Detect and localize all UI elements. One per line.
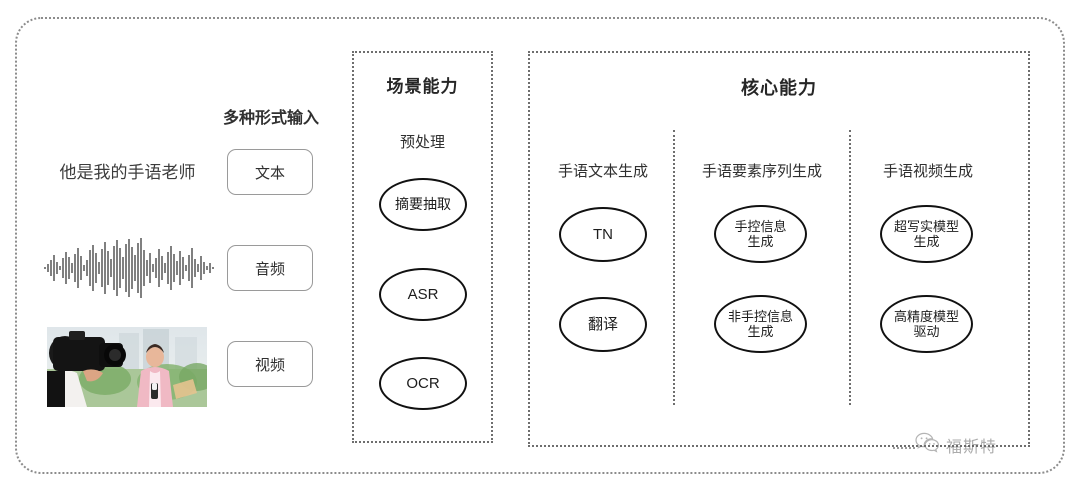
core-column-label-element-sequence: 手语要素序列生成 (701, 163, 822, 180)
watermark-leader-dots (893, 447, 915, 449)
core-panel-title: 核心能力 (741, 78, 817, 98)
watermark-text: 福斯特 (946, 439, 998, 456)
scene-group-label: 预处理 (399, 134, 445, 151)
video-thumbnail (47, 327, 207, 407)
sample-text-line: 他是我的手语老师 (59, 163, 196, 182)
scene-node-summary[interactable]: 摘要抽取 (379, 178, 467, 231)
modality-pill-text[interactable]: 文本 (227, 149, 313, 195)
core-column-divider-1 (673, 130, 675, 405)
scene-node-ocr[interactable]: OCR (379, 357, 467, 410)
modality-pill-video[interactable]: 视频 (227, 341, 313, 387)
input-section-header: 多种形式输入 (222, 110, 319, 127)
audio-waveform-icon (43, 236, 217, 300)
core-capability-panel: 核心能力 (528, 51, 1030, 447)
core-node-highprecision-model[interactable]: 高精度模型 驱动 (880, 295, 973, 353)
core-node-manual-info[interactable]: 手控信息 生成 (714, 205, 807, 263)
scene-capability-panel: 场景能力 (352, 51, 493, 443)
wechat-icon (915, 432, 941, 458)
core-node-translate[interactable]: 翻译 (559, 297, 647, 352)
core-node-tn[interactable]: TN (559, 207, 647, 262)
core-column-label-text-generation: 手语文本生成 (557, 163, 648, 180)
scene-node-asr[interactable]: ASR (379, 268, 467, 321)
watermark: 福斯特 (915, 432, 997, 458)
core-column-label-video-generation: 手语视频生成 (882, 163, 973, 180)
core-node-hyperreal-model[interactable]: 超写实模型 生成 (880, 205, 973, 263)
core-column-divider-2 (849, 130, 851, 405)
outer-frame (15, 17, 1065, 474)
core-node-nonmanual-info[interactable]: 非手控信息 生成 (714, 295, 807, 353)
modality-pill-audio[interactable]: 音频 (227, 245, 313, 291)
scene-panel-title: 场景能力 (386, 77, 459, 96)
